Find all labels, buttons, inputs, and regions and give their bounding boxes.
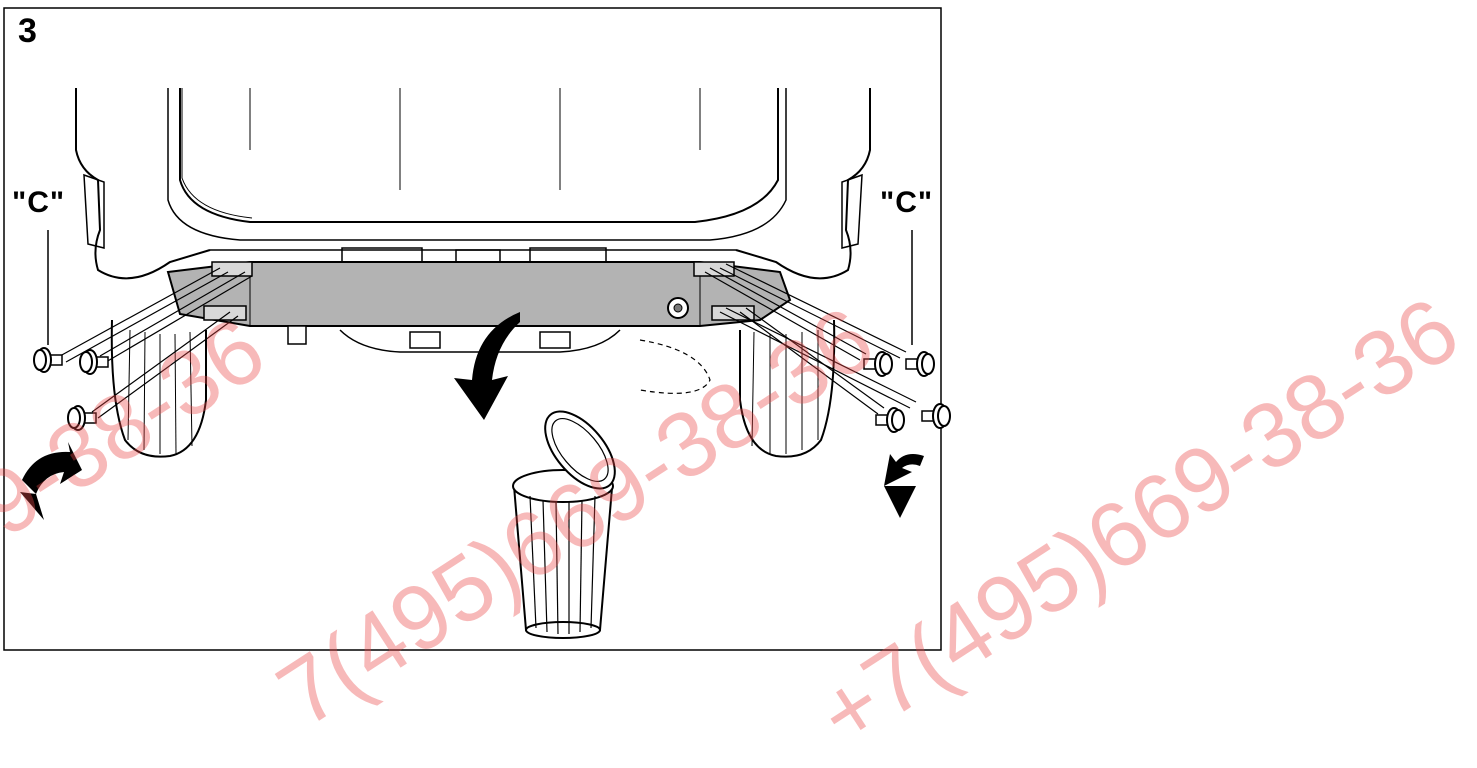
callout-c-right: "C": [880, 186, 934, 219]
bolt-right-3: [875, 407, 905, 433]
bolt-guide-lines: [47, 230, 917, 419]
center-curved-arrow: [454, 312, 520, 420]
right-curved-arrow: [884, 454, 924, 518]
bolt-right-4: [921, 403, 951, 429]
bolt-left-3: [67, 405, 97, 431]
bolt-right-2: [863, 351, 893, 377]
step-number: 3: [18, 12, 37, 50]
underbody-dashed: [639, 339, 711, 394]
frame-border: [3, 7, 942, 651]
right-wheel: [739, 319, 836, 458]
diagram-svg: [3, 7, 951, 651]
bolt-right-1: [905, 351, 935, 377]
callout-c-left: "C": [12, 186, 66, 219]
rear-crossmember: [166, 261, 792, 345]
trash-bin: [512, 410, 616, 639]
bolt-left-1: [33, 347, 63, 373]
trash-bin-lid: [544, 410, 616, 490]
installation-diagram: 3 "C" "C" 7(495)669-38-36 +7(495)669-38-…: [0, 7, 1476, 766]
left-curved-arrow: [20, 442, 82, 520]
